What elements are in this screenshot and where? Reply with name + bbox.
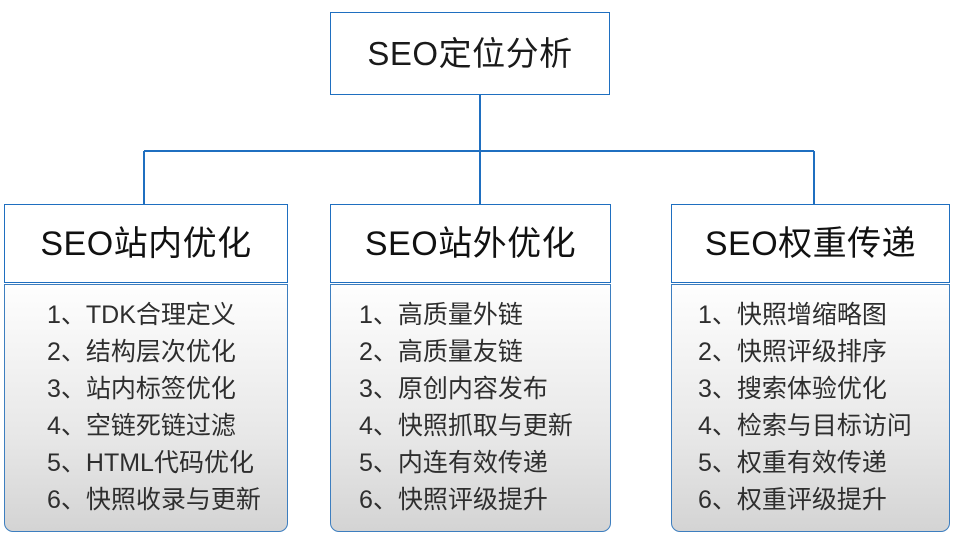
branch-item-list-2: 1、高质量外链 2、高质量友链 3、原创内容发布 4、快照抓取与更新 5、内连有… — [331, 297, 610, 519]
branch-seo-weight-transfer[interactable]: SEO权重传递 1、快照增缩略图 2、快照评级排序 3、搜索体验优化 4、检索与… — [671, 204, 950, 532]
branch-seo-offsite[interactable]: SEO站外优化 1、高质量外链 2、高质量友链 3、原创内容发布 4、快照抓取与… — [330, 204, 611, 532]
branch-item-list-3: 1、快照增缩略图 2、快照评级排序 3、搜索体验优化 4、检索与目标访问 5、权… — [672, 297, 949, 519]
root-node-label: SEO定位分析 — [367, 35, 573, 72]
branch-header-3[interactable]: SEO权重传递 — [671, 204, 950, 283]
branch-item-list-1: 1、TDK合理定义 2、结构层次优化 3、站内标签优化 4、空链死链过滤 5、H… — [5, 297, 287, 519]
root-node[interactable]: SEO定位分析 — [330, 12, 610, 95]
list-item: 1、TDK合理定义 — [47, 301, 236, 329]
branch-body-3: 1、快照增缩略图 2、快照评级排序 3、搜索体验优化 4、检索与目标访问 5、权… — [671, 284, 950, 532]
list-item: 1、高质量外链 — [359, 301, 523, 329]
list-item: 3、站内标签优化 — [47, 375, 236, 403]
list-item: 6、权重评级提升 — [698, 486, 887, 514]
list-item: 6、快照评级提升 — [359, 486, 548, 514]
list-item: 3、搜索体验优化 — [698, 375, 887, 403]
branch-header-1[interactable]: SEO站内优化 — [4, 204, 288, 283]
list-item: 6、快照收录与更新 — [47, 486, 261, 514]
list-item: 5、权重有效传递 — [698, 449, 887, 477]
list-item: 4、快照抓取与更新 — [359, 412, 573, 440]
list-item: 1、快照增缩略图 — [698, 301, 887, 329]
list-item: 2、结构层次优化 — [47, 338, 236, 366]
list-item: 4、检索与目标访问 — [698, 412, 912, 440]
list-item: 3、原创内容发布 — [359, 375, 548, 403]
branch-header-2[interactable]: SEO站外优化 — [330, 204, 611, 283]
branch-seo-onsite[interactable]: SEO站内优化 1、TDK合理定义 2、结构层次优化 3、站内标签优化 4、空链… — [4, 204, 288, 532]
list-item: 2、快照评级排序 — [698, 338, 887, 366]
list-item: 5、内连有效传递 — [359, 449, 548, 477]
list-item: 5、HTML代码优化 — [47, 449, 254, 477]
branch-header-label-2: SEO站外优化 — [364, 224, 577, 263]
branch-body-1: 1、TDK合理定义 2、结构层次优化 3、站内标签优化 4、空链死链过滤 5、H… — [4, 284, 288, 532]
list-item: 4、空链死链过滤 — [47, 412, 236, 440]
branch-header-label-3: SEO权重传递 — [704, 224, 917, 263]
list-item: 2、高质量友链 — [359, 338, 523, 366]
branch-body-2: 1、高质量外链 2、高质量友链 3、原创内容发布 4、快照抓取与更新 5、内连有… — [330, 284, 611, 532]
branch-header-label-1: SEO站内优化 — [40, 224, 252, 263]
